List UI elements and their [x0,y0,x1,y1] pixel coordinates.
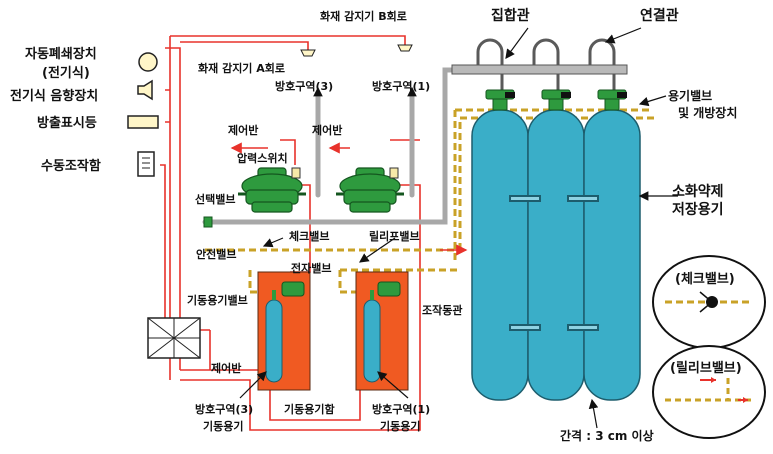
smoke-detector-icon [300,49,316,57]
label-auto-closer: 자동폐쇄장치 [25,46,97,62]
label-agent-storage-2: 저장용기 [672,201,724,218]
label-pressure-switch: 압력스위치 [237,151,288,165]
smoke-detector-icon [397,44,413,52]
label-control-right: 제어반 [312,123,342,137]
label-electric-alarm: 전기식 음향장치 [10,88,98,104]
label-zone3-starter-2: 기동용기 [203,419,243,433]
horn-icon [137,79,153,101]
label-zone3-starter-1: 방호구역(3) [195,402,253,416]
signal-wiring [160,35,421,431]
control-panel-icon [147,317,201,359]
label-starter-box: 기동용기함 [284,402,335,416]
manual-box-icon [137,151,155,177]
label-container-valve-1: 용기밸브 [668,88,712,103]
label-detector-a: 화재 감지기 A회로 [198,61,285,75]
label-solenoid-valve: 전자밸브 [291,261,331,275]
pressure-switch-icon [291,167,301,179]
label-zone1: 방호구역(1) [372,79,430,93]
legend-check-valve [652,255,766,349]
label-manual-box: 수동조작함 [41,158,101,174]
safety-valve-icon [203,216,213,228]
connector-tubes [476,38,616,96]
label-relief-valve: 릴리프밸브 [369,229,420,243]
label-legend-relief: (릴리브밸브) [670,360,742,376]
label-zone1-starter-1: 방호구역(1) [372,402,430,416]
storage-cylinder [527,109,585,401]
legend-relief-valve [652,345,766,439]
lamp-icon [127,115,159,129]
label-check-valve: 체크밸브 [289,229,329,243]
label-control-panel: 제어반 [211,361,241,375]
label-safety-valve: 안전밸브 [196,247,236,261]
label-container-valve-2: 및 개방장치 [678,105,737,120]
label-zone1-starter-2: 기동용기 [380,419,420,433]
storage-cylinder [471,109,529,401]
manifold-pipe [451,64,628,75]
label-control-left: 제어반 [228,123,258,137]
label-discharge-lamp: 방출표시등 [37,115,97,131]
starter-box-1 [355,271,409,391]
label-manifold: 집합관 [491,7,530,24]
label-zone3: 방호구역(3) [275,79,333,93]
label-auto-closer-sub: (전기식) [42,65,90,81]
agent-storage-cylinders [471,89,641,401]
storage-cylinder [583,109,641,401]
pressure-switch-icon [389,167,399,179]
label-starter-valve: 기동용기밸브 [187,293,248,307]
label-detector-b: 화재 감지기 B회로 [320,9,407,23]
label-selector-valve: 선택밸브 [195,192,235,206]
label-legend-check: (체크밸브) [675,272,735,287]
label-connector: 연결관 [640,7,679,24]
label-agent-storage-1: 소화약제 [672,183,724,200]
bell-icon [138,52,158,72]
label-spacing: 간격 : 3 cm 이상 [560,428,654,443]
label-operation-tube: 조작동관 [422,303,462,317]
starter-box-3 [257,271,311,391]
